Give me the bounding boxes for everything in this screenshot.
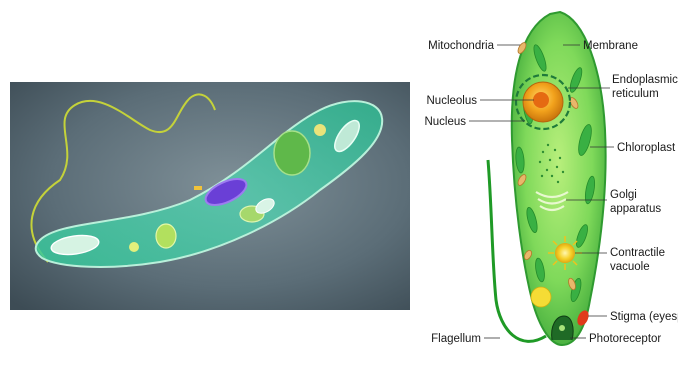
render-panel bbox=[10, 82, 410, 310]
label-nucleus: Nucleus bbox=[424, 116, 466, 128]
nucleolus bbox=[533, 92, 549, 108]
label-stigma: Stigma (eyespot) bbox=[610, 311, 678, 323]
label-golgi-2: apparatus bbox=[610, 203, 661, 215]
render-organelle bbox=[129, 242, 139, 252]
render-organelle bbox=[156, 224, 176, 248]
paramylon-granule bbox=[531, 287, 551, 307]
label-endoplasmic-reticulum-2: reticulum bbox=[612, 88, 659, 100]
diagram-panel: Mitochondria Membrane Endoplasmic reticu… bbox=[424, 12, 678, 345]
label-golgi-1: Golgi bbox=[610, 189, 637, 201]
label-contractile-vacuole-1: Contractile bbox=[610, 247, 665, 259]
label-contractile-vacuole-2: vacuole bbox=[610, 261, 650, 273]
render-organelle bbox=[194, 186, 202, 190]
label-nucleolus: Nucleolus bbox=[427, 95, 478, 107]
label-mitochondria: Mitochondria bbox=[428, 40, 494, 52]
label-endoplasmic-reticulum-1: Endoplasmic bbox=[612, 74, 678, 86]
label-flagellum: Flagellum bbox=[431, 333, 481, 345]
label-membrane: Membrane bbox=[583, 40, 638, 52]
render-chloroplast bbox=[274, 131, 310, 175]
label-chloroplast: Chloroplast bbox=[617, 142, 676, 154]
render-organelle bbox=[314, 124, 326, 136]
label-photoreceptor: Photoreceptor bbox=[589, 333, 661, 345]
photoreceptor-spot bbox=[559, 325, 565, 331]
